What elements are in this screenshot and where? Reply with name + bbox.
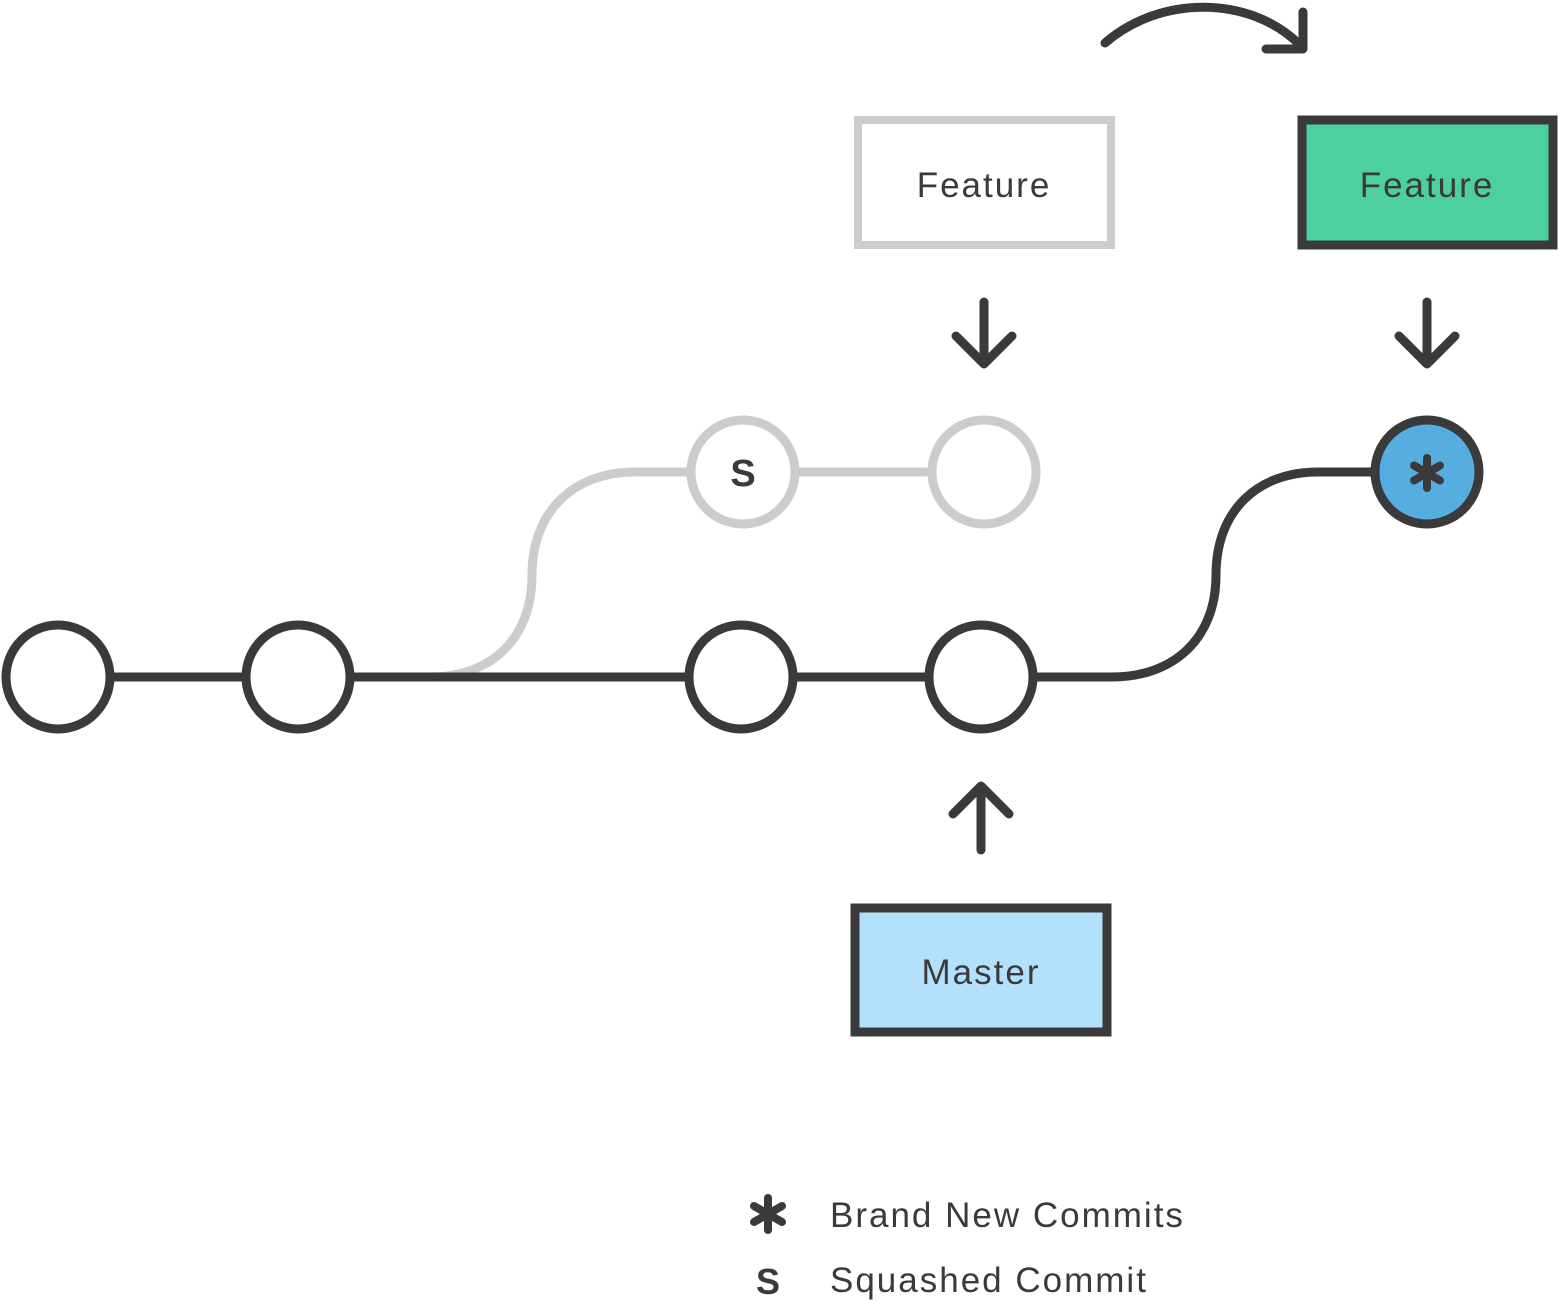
commit-node[interactable]: [241, 620, 355, 734]
asterisk-icon: [1410, 454, 1444, 492]
old-feature-branch: [425, 467, 935, 682]
arrow-down-icon: [1394, 297, 1460, 369]
new-feature-label-box[interactable]: [1297, 115, 1558, 250]
squash-icon: S: [756, 1261, 780, 1301]
master-commits: [1, 620, 1038, 734]
arrow-down-icon: [951, 297, 1017, 369]
old-feature-label-box[interactable]: [854, 116, 1115, 249]
legend: Brand New Commits S Squashed Commit: [750, 1194, 1185, 1301]
old-branch-curve: [425, 467, 695, 682]
master-line: [105, 467, 1379, 682]
rebase-move-arrow-icon: [1100, 2, 1308, 54]
old-feature-commit-node[interactable]: [927, 415, 1041, 529]
old-feature-commits: [686, 415, 1041, 529]
new-branch-curve: [1028, 467, 1379, 682]
commit-node[interactable]: [1, 620, 115, 734]
legend-label-squashed-commit: Squashed Commit: [830, 1261, 1148, 1300]
commit-node[interactable]: [924, 620, 1038, 734]
commit-node[interactable]: [684, 620, 798, 734]
asterisk-icon: [750, 1194, 786, 1234]
legend-label-new-commits: Brand New Commits: [830, 1196, 1185, 1235]
master-label: Master: [922, 953, 1041, 992]
master-label-box[interactable]: [850, 903, 1112, 1037]
squashed-commit-marker: S: [730, 453, 755, 495]
arrow-up-icon: [948, 781, 1014, 855]
squashed-commit-node[interactable]: [686, 415, 800, 529]
old-feature-label: Feature: [917, 166, 1052, 205]
new-feature-label: Feature: [1360, 166, 1495, 205]
